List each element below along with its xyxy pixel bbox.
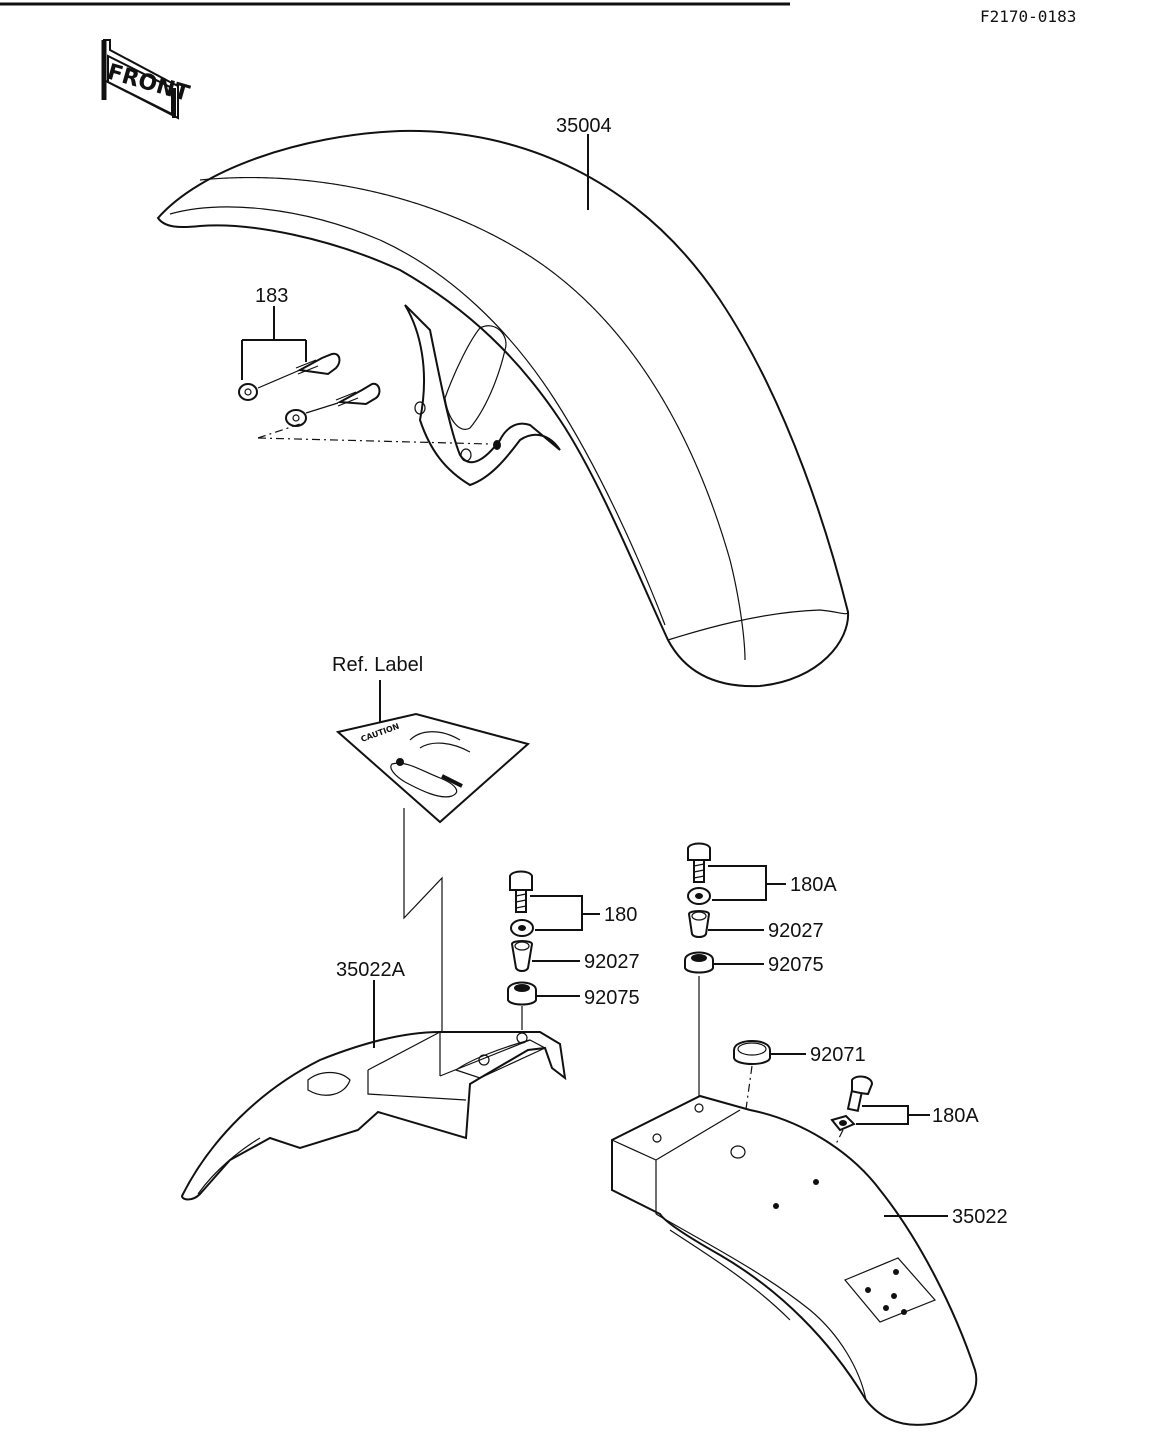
label-180A-side: 180A bbox=[932, 1105, 979, 1127]
label-92071: 92071 bbox=[810, 1044, 866, 1066]
leader-183 bbox=[241, 306, 307, 380]
leader-180A-side bbox=[856, 1105, 930, 1125]
label-183: 183 bbox=[255, 285, 288, 307]
ref-label-sticker: CAUTION bbox=[335, 712, 531, 824]
side-bolt-180A bbox=[817, 1075, 874, 1181]
front-fender bbox=[156, 129, 850, 688]
label-92027-right: 92027 bbox=[768, 920, 824, 942]
left-hardware-stack bbox=[507, 870, 537, 1030]
rear-fender bbox=[611, 1094, 978, 1426]
label-35022A: 35022A bbox=[336, 959, 406, 981]
front-indicator: FRONT bbox=[101, 39, 192, 120]
label-92075-right: 92075 bbox=[768, 954, 824, 976]
zigzag-leader bbox=[403, 808, 443, 1032]
label-35004: 35004 bbox=[556, 115, 612, 137]
leader-180 bbox=[530, 895, 600, 931]
right-hardware-stack bbox=[684, 842, 714, 1104]
label-92027-left: 92027 bbox=[584, 951, 640, 973]
doc-code: F2170-0183 bbox=[980, 7, 1076, 26]
label-180: 180 bbox=[604, 904, 637, 926]
leader-180A-top bbox=[708, 865, 786, 901]
bolts-183 bbox=[238, 352, 491, 445]
rear-fender-front-section bbox=[180, 1031, 567, 1201]
label-92075-left: 92075 bbox=[584, 987, 640, 1009]
label-35022: 35022 bbox=[952, 1206, 1008, 1228]
ref-label-title: Ref. Label bbox=[332, 654, 423, 676]
label-180A-top: 180A bbox=[790, 874, 837, 896]
